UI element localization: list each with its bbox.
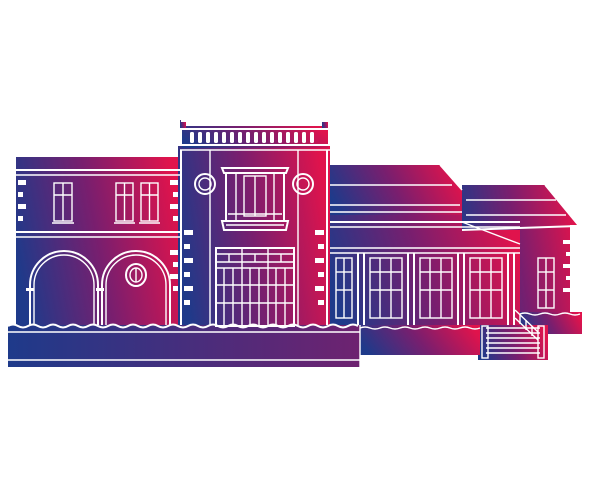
right-roof	[330, 164, 520, 254]
building-silhouette	[8, 120, 582, 367]
left-quoins	[18, 180, 178, 291]
colonnade-windows	[335, 253, 515, 325]
line-details	[7, 117, 581, 367]
far-right-roof	[461, 184, 579, 245]
bay-window	[220, 167, 290, 231]
front-wall	[7, 312, 581, 367]
window-upper-right	[139, 182, 160, 224]
far-right-window	[537, 240, 570, 309]
round-window-left	[194, 173, 216, 195]
tower-quoins	[184, 230, 324, 305]
window-upper-mid	[114, 182, 135, 224]
window-upper-left	[52, 182, 74, 224]
tower-balustrade	[180, 117, 330, 151]
arcade-arches	[26, 250, 171, 325]
tower-ground-window	[215, 247, 295, 327]
round-window-right	[292, 173, 314, 195]
entrance-stairs	[481, 309, 545, 359]
